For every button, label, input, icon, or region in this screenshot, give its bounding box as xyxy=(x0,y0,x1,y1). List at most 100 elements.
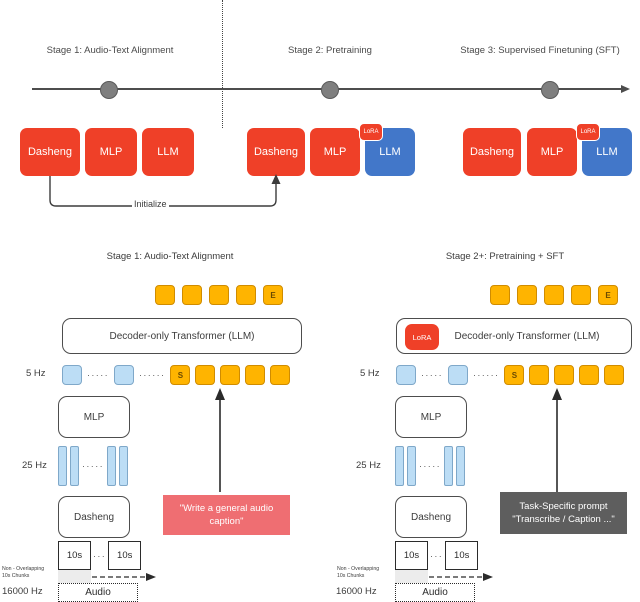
stage3-block-llm-wrapper[interactable]: LLM LoRA xyxy=(576,123,632,176)
timeline-marker-stage-2 xyxy=(321,81,339,99)
right-input-token-3[interactable] xyxy=(554,365,575,385)
right-encoder-label: Dasheng xyxy=(410,511,452,523)
left-chunk-note: Non - Overlapping 10s Chunks xyxy=(2,566,44,580)
left-mlp-label: MLP xyxy=(83,411,105,423)
right-chunk-span-arrow xyxy=(429,573,493,581)
right-prompt-line2: "Transcribe / Caption ..." xyxy=(512,514,615,525)
right-mlp-label: MLP xyxy=(420,411,442,423)
right-prompt-line1: Task-Specific prompt xyxy=(519,501,608,512)
timeline-stage-3-title: Stage 3: Supervised Finetuning (SFT) xyxy=(460,45,620,56)
right-output-token-1[interactable] xyxy=(490,285,510,305)
left-input-token-3[interactable] xyxy=(220,365,241,385)
initialize-connector xyxy=(49,174,281,207)
right-prompt-box[interactable]: Task-Specific prompt "Transcribe / Capti… xyxy=(500,492,627,534)
right-input-token-row: ····· ······ S xyxy=(396,365,625,385)
right-encoder-box[interactable]: Dasheng xyxy=(395,496,467,538)
left-transformer-label: Decoder-only Transformer (LLM) xyxy=(109,330,255,342)
right-feature-bar-2 xyxy=(407,446,416,486)
left-feature-bar-2 xyxy=(70,446,79,486)
timeline-stage-1-title: Stage 1: Audio-Text Alignment xyxy=(46,45,174,56)
left-rate-16000hz-label: 16000 Hz xyxy=(2,586,43,597)
right-output-token-2[interactable] xyxy=(517,285,537,305)
stage1-block-llm[interactable]: LLM xyxy=(142,128,194,176)
left-input-token-5[interactable] xyxy=(270,365,291,385)
stage3-lora-badge[interactable]: LoRA xyxy=(576,123,600,141)
left-prompt-line2: caption" xyxy=(209,516,244,527)
left-rate-25hz-label: 25 Hz xyxy=(22,460,47,471)
right-chunk-1: 10s xyxy=(395,541,428,570)
left-prompt-box[interactable]: "Write a general audio caption" xyxy=(163,495,290,535)
right-output-token-3[interactable] xyxy=(544,285,564,305)
right-feature-bar-4 xyxy=(456,446,465,486)
right-output-token-eos[interactable]: E xyxy=(598,285,618,305)
right-audio-box: Audio xyxy=(395,583,475,602)
stage3-block-dasheng[interactable]: Dasheng xyxy=(463,128,521,176)
left-panel-title: Stage 1: Audio-Text Alignment xyxy=(106,251,234,262)
right-chunk-span-highlight xyxy=(395,570,428,584)
left-output-token-4[interactable] xyxy=(236,285,256,305)
stage3-block-mlp[interactable]: MLP xyxy=(527,128,577,176)
right-output-token-4[interactable] xyxy=(571,285,591,305)
left-audio-token-1[interactable] xyxy=(62,365,82,385)
right-feature-bar-ellipsis: ····· xyxy=(419,461,441,471)
left-prompt-arrow xyxy=(215,388,225,492)
right-transformer-lora-badge[interactable]: LoRA xyxy=(405,324,439,350)
left-encoder-label: Dasheng xyxy=(73,511,115,523)
left-mlp-box[interactable]: MLP xyxy=(58,396,130,438)
left-chunk-note-line1: Non - Overlapping xyxy=(2,566,45,572)
left-output-token-2[interactable] xyxy=(182,285,202,305)
right-chunk-ellipsis: ··· xyxy=(430,550,444,561)
timeline-axis-arrowhead xyxy=(621,84,630,93)
right-input-token-2[interactable] xyxy=(529,365,550,385)
right-audio-token-ellipsis-2: ······ xyxy=(473,370,500,380)
right-feature-bar-3 xyxy=(444,446,453,486)
left-input-token-4[interactable] xyxy=(245,365,266,385)
left-transformer-box[interactable]: Decoder-only Transformer (LLM) xyxy=(62,318,302,354)
timeline-marker-stage-1 xyxy=(100,81,118,99)
right-audio-token-2[interactable] xyxy=(448,365,468,385)
right-input-token-4[interactable] xyxy=(579,365,600,385)
left-audio-token-2[interactable] xyxy=(114,365,134,385)
right-transformer-label: Decoder-only Transformer (LLM) xyxy=(454,330,600,342)
right-transformer-box[interactable]: LoRA Decoder-only Transformer (LLM) xyxy=(396,318,632,354)
left-feature-bar-row: ····· xyxy=(58,446,128,486)
right-input-token-5[interactable] xyxy=(604,365,625,385)
stage2-lora-badge[interactable]: LoRA xyxy=(359,123,383,141)
left-audio-box: Audio xyxy=(58,583,138,602)
left-encoder-box[interactable]: Dasheng xyxy=(58,496,130,538)
stage2-block-llm-wrapper[interactable]: LLM LoRA xyxy=(359,123,415,176)
right-input-token-sos[interactable]: S xyxy=(504,365,525,385)
left-output-token-3[interactable] xyxy=(209,285,229,305)
right-output-token-row: E xyxy=(490,285,618,305)
left-rate-5hz-label: 5 Hz xyxy=(26,368,46,379)
left-chunk-note-line2: 10s Chunks xyxy=(2,573,30,579)
right-audio-token-1[interactable] xyxy=(396,365,416,385)
left-chunk-ellipsis: ··· xyxy=(93,550,107,561)
left-audio-token-ellipsis-2: ······ xyxy=(139,370,166,380)
right-mlp-box[interactable]: MLP xyxy=(395,396,467,438)
left-chunk-span-arrow xyxy=(92,573,156,581)
right-panel-title: Stage 2+: Pretraining + SFT xyxy=(445,251,565,262)
initialize-label: Initialize xyxy=(132,199,169,209)
left-chunk-1: 10s xyxy=(58,541,91,570)
left-output-token-eos[interactable]: E xyxy=(263,285,283,305)
right-chunk-row: 10s ··· 10s xyxy=(395,541,479,570)
right-prompt-arrow xyxy=(552,388,562,492)
right-chunk-note: Non - Overlapping 10s Chunks xyxy=(337,566,379,580)
left-output-token-row: E xyxy=(155,285,283,305)
left-chunk-2: 10s xyxy=(108,541,142,570)
left-input-token-row: ····· ······ S xyxy=(62,365,291,385)
left-output-token-1[interactable] xyxy=(155,285,175,305)
right-rate-5hz-label: 5 Hz xyxy=(360,368,380,379)
left-input-token-2[interactable] xyxy=(195,365,216,385)
stage2-block-mlp[interactable]: MLP xyxy=(310,128,360,176)
right-audio-label: Audio xyxy=(422,587,448,598)
timeline-marker-stage-3 xyxy=(541,81,559,99)
left-feature-bar-4 xyxy=(119,446,128,486)
stage1-block-dasheng[interactable]: Dasheng xyxy=(20,128,80,176)
timeline-stage-2-title: Stage 2: Pretraining xyxy=(288,45,372,56)
stage2-block-dasheng[interactable]: Dasheng xyxy=(247,128,305,176)
stage1-block-mlp[interactable]: MLP xyxy=(85,128,137,176)
right-chunk-2: 10s xyxy=(445,541,479,570)
left-input-token-sos[interactable]: S xyxy=(170,365,191,385)
